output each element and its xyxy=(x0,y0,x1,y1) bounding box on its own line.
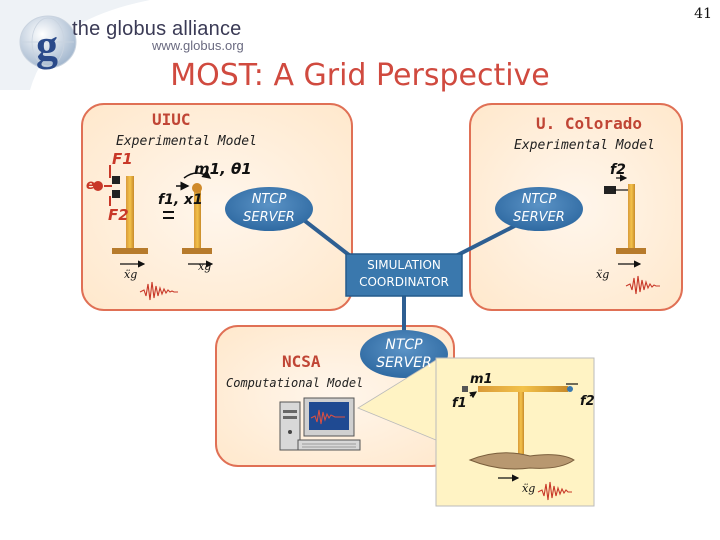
ncsa-label: NCSA xyxy=(282,352,321,371)
ncsa-computational-model-label: Computational Model xyxy=(226,376,364,390)
colorado-ground-accel-label: ẍg xyxy=(596,268,610,281)
colorado-f2-label: f2 xyxy=(610,162,626,178)
colorado-ntcp-server xyxy=(495,187,583,231)
uiuc-ground-disp-label: xg xyxy=(198,260,212,273)
computer-icon xyxy=(279,397,361,451)
computational-model-callout xyxy=(435,357,595,507)
m1-theta1-label: m1, θ1 xyxy=(194,160,252,178)
ncsa-f1-label: f1 xyxy=(452,396,467,411)
simulation-coordinator-box xyxy=(345,253,463,297)
uiuc-panel xyxy=(81,103,353,311)
uiuc-ground-accel-label: ẍg xyxy=(124,268,138,281)
ncsa-m1-label: m1 xyxy=(470,372,493,387)
ncsa-ground-accel-label: ẍg xyxy=(522,482,536,495)
uiuc-label: UIUC xyxy=(152,110,191,129)
force-f2-label: F2 xyxy=(108,206,129,224)
colorado-specimen-column xyxy=(604,174,646,254)
logo-g-letter: g xyxy=(36,21,58,70)
uiuc-specimen-column xyxy=(93,165,148,254)
colorado-ground-motion-trace xyxy=(625,275,660,295)
slide-number: 41 xyxy=(694,6,712,22)
frame-model-drawing xyxy=(462,383,578,501)
f1-x1-label: f1, x1 xyxy=(158,192,203,208)
error-e-label: e xyxy=(86,178,95,193)
colorado-label: U. Colorado xyxy=(536,114,642,133)
uiuc-ntcp-server xyxy=(225,187,313,231)
logo-url: www.globus.org xyxy=(152,38,244,53)
uiuc-model-column xyxy=(176,169,212,254)
uiuc-experimental-model-label: Experimental Model xyxy=(116,134,257,149)
globus-logo-mark: g xyxy=(0,0,150,90)
colorado-experimental-model-label: Experimental Model xyxy=(514,138,655,153)
logo-name: the globus alliance xyxy=(72,18,242,40)
uiuc-ground-motion-trace xyxy=(139,281,178,301)
ncsa-f2-label: f2 xyxy=(580,394,595,409)
force-f1-label: F1 xyxy=(112,150,133,168)
slide-title: MOST: A Grid Perspective xyxy=(170,58,550,93)
